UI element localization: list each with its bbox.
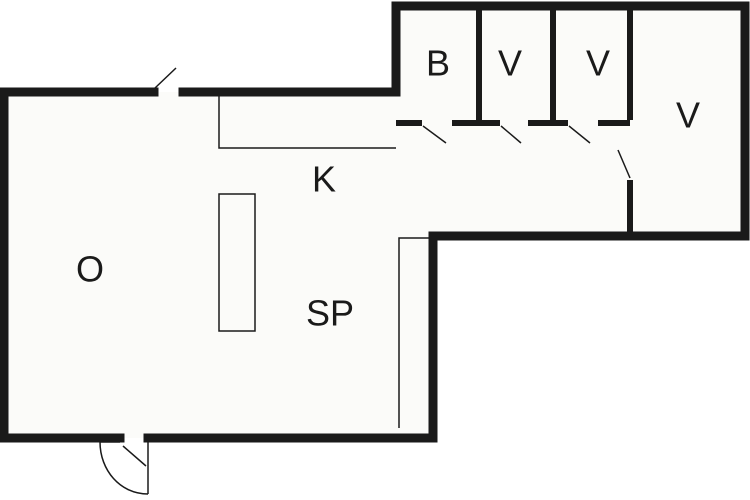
door-v2-leaf	[568, 125, 591, 144]
wall-right	[143, 1, 750, 443]
door-b-leaf	[422, 125, 447, 144]
interior-walls	[396, 6, 633, 236]
room-labels: O K SP B V V V	[76, 43, 700, 334]
entrance-door-swing	[99, 441, 149, 495]
room-label-sp: SP	[306, 293, 354, 334]
door-v1-leaf	[500, 125, 522, 144]
room-label-o: O	[76, 249, 104, 290]
door-top-leaf	[154, 67, 177, 89]
entrance-door-leaf	[122, 445, 147, 467]
room-label-v1: V	[498, 43, 522, 84]
room-label-v3: V	[676, 95, 700, 136]
room-label-k: K	[312, 159, 336, 200]
room-label-b: B	[426, 43, 450, 84]
floor-areas	[4, 6, 745, 438]
main-floor	[4, 92, 429, 438]
exterior-walls	[0, 1, 750, 443]
fixtures	[218, 96, 433, 428]
door-v3-leaf	[617, 149, 631, 179]
room-label-v2: V	[586, 43, 610, 84]
wall-cabinet	[398, 237, 433, 428]
doors	[99, 67, 631, 495]
kitchen-counter	[218, 96, 396, 149]
wall-left	[0, 87, 159, 443]
kitchen-island	[218, 193, 256, 332]
